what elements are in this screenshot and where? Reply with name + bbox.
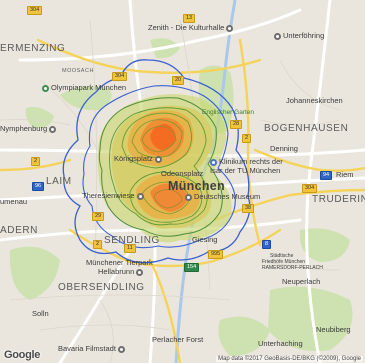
label-klinikum-line2[interactable]: Isar der TU München bbox=[210, 166, 281, 175]
road-badge-e54: 154 bbox=[184, 263, 200, 272]
zoo-pin-icon bbox=[136, 268, 144, 276]
road-badge-11: 11 bbox=[124, 244, 136, 253]
road-badge-20: 20 bbox=[172, 76, 185, 85]
label-johanneskirchen: Johanneskirchen bbox=[286, 96, 343, 105]
road-badge-38: 38 bbox=[242, 204, 255, 213]
label-unterhaching: Unterhaching bbox=[258, 339, 303, 348]
label-neuperlach: Neuperlach bbox=[282, 277, 321, 286]
label-solln: Solln bbox=[32, 309, 49, 318]
label-riem: Riem bbox=[336, 170, 354, 179]
road-badge-13: 13 bbox=[183, 14, 196, 23]
label-bogenhausen: BOGENHAUSEN bbox=[264, 123, 349, 134]
parks-layer bbox=[9, 38, 353, 356]
road-badge-2a: 2 bbox=[31, 157, 41, 166]
label-ermenzing: ERMENZING bbox=[0, 43, 66, 54]
label-bavaria-filmstadt[interactable]: Bavaria Filmstadt bbox=[58, 345, 125, 353]
place-pin-icon bbox=[154, 155, 162, 163]
label-adern: ADERN bbox=[0, 225, 39, 236]
label-olympiapark[interactable]: Olympiapark München bbox=[42, 84, 126, 92]
road-badge-96: 96 bbox=[32, 182, 45, 191]
road-badge-28: 28 bbox=[230, 120, 243, 129]
label-trudering: TRUDERING bbox=[312, 194, 365, 205]
road-badge-304b: 304 bbox=[302, 184, 318, 193]
label-odeonsplatz[interactable]: Odeonsplatz bbox=[161, 169, 204, 178]
label-perlacher-forst: Perlacher Forst bbox=[152, 335, 204, 344]
label-friedhoefe: Friedhöfe München bbox=[262, 259, 306, 265]
road-badge-29: 29 bbox=[92, 212, 105, 221]
hospital-pin-icon bbox=[210, 158, 217, 166]
label-zenith[interactable]: Zenith - Die Kulturhalle bbox=[148, 24, 234, 32]
place-pin-icon bbox=[49, 125, 57, 133]
label-ramersdorf: RAMERSDORF-PERLACH bbox=[262, 265, 323, 271]
label-englischer-garten[interactable]: Englischer Garten bbox=[202, 109, 255, 116]
park-pin-icon bbox=[42, 84, 49, 92]
road-badge-2b: 2 bbox=[242, 134, 252, 143]
place-pin-icon bbox=[226, 24, 234, 32]
label-muenchen[interactable]: München bbox=[168, 179, 225, 193]
place-pin-icon bbox=[274, 32, 281, 40]
label-denning: Denning bbox=[270, 144, 298, 153]
label-deutsches-museum[interactable]: Deutsches Museum bbox=[185, 193, 260, 201]
label-neubiberg: Neubiberg bbox=[316, 325, 351, 334]
road-badge-304: 304 bbox=[112, 72, 128, 81]
road-badge-304-top: 304 bbox=[27, 6, 43, 15]
museum-pin-icon bbox=[185, 193, 192, 201]
label-sendling: SENDLING bbox=[104, 235, 160, 246]
label-giesing: Giesing bbox=[192, 235, 218, 244]
map-attribution[interactable]: Map data ©2017 GeoBasis-DE/BKG (©2009), … bbox=[216, 356, 363, 362]
label-laim: LAIM bbox=[46, 176, 72, 187]
label-aumenau: umenau bbox=[0, 197, 28, 206]
label-koenigsplatz[interactable]: Königsplatz bbox=[114, 155, 162, 163]
label-klinikum-line1[interactable]: Klinikum rechts der bbox=[210, 158, 283, 166]
label-nymphenburg[interactable]: Nymphenburg bbox=[0, 125, 57, 133]
place-pin-icon bbox=[117, 345, 125, 353]
road-badge-2c: 2 bbox=[93, 240, 103, 249]
label-tierpark-line2[interactable]: Hellabrunn bbox=[98, 268, 144, 276]
google-logo: Google bbox=[4, 349, 41, 361]
label-staedtische: Städtische bbox=[270, 253, 294, 259]
road-badge-995: 995 bbox=[208, 250, 224, 259]
label-tierpark-line1[interactable]: Münchener Tierpark bbox=[86, 258, 153, 267]
label-unterfoehring[interactable]: Unterföhring bbox=[274, 32, 324, 40]
road-badge-94: 94 bbox=[320, 171, 333, 180]
label-moosach: MOOSACH bbox=[62, 68, 94, 74]
place-pin-icon bbox=[136, 192, 144, 200]
road-badge-8: 8 bbox=[262, 240, 272, 249]
label-theresienwiese[interactable]: Theresienwiese bbox=[82, 192, 144, 200]
label-obersendling: OBERSENDLING bbox=[58, 282, 145, 293]
contour-lines bbox=[62, 59, 251, 264]
